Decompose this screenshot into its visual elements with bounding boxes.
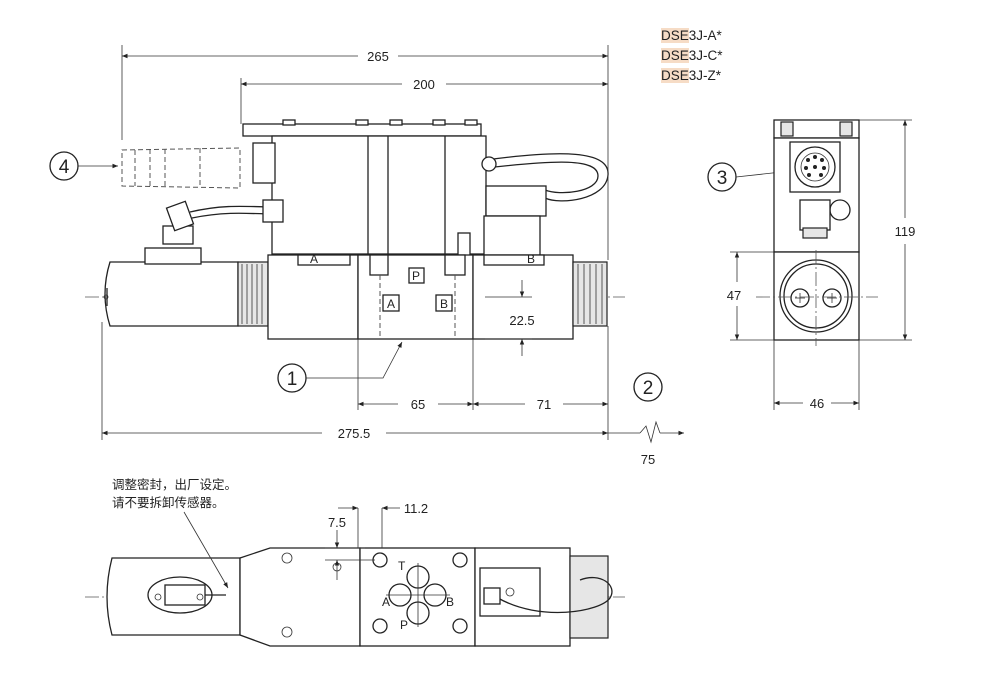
model-item: DSE3J-A* bbox=[661, 28, 722, 43]
note-line: 调整密封，出厂设定。 bbox=[112, 477, 238, 492]
adjustment-note: 调整密封，出厂设定。 请不要拆卸传感器。 bbox=[112, 476, 237, 512]
dim-side-width: 46 bbox=[810, 396, 824, 411]
model-list: DSE3J-A* DSE3J-C* DSE3J-Z* bbox=[661, 26, 723, 86]
dim-side-lower-height: 47 bbox=[727, 288, 741, 303]
port-p-label: P bbox=[412, 269, 420, 283]
port-a-top: A bbox=[382, 595, 390, 609]
top-view: A B T P bbox=[85, 547, 625, 647]
callout-circle bbox=[633, 372, 663, 402]
dim-overall-length: 265 bbox=[367, 49, 389, 64]
callout-1: 1 bbox=[287, 369, 298, 390]
model-item: DSE3J-Z* bbox=[661, 68, 722, 83]
side-dimensions: 119 47 46 bbox=[727, 119, 916, 411]
callouts: 4 1 2 3 bbox=[49, 151, 801, 402]
top-dimensions: 11.2 7.5 bbox=[183, 501, 428, 589]
dim-side-height: 119 bbox=[895, 224, 916, 239]
dim-solenoid-length: 200 bbox=[413, 77, 435, 92]
port-b-label: B bbox=[440, 297, 448, 311]
port-a-mark: A bbox=[310, 252, 318, 266]
port-a-label: A bbox=[387, 297, 395, 311]
model-item: DSE3J-C* bbox=[661, 48, 723, 63]
callout-3: 3 bbox=[717, 168, 728, 189]
dim-port-offset: 7.5 bbox=[328, 515, 346, 530]
dim-port-spacing-right: 71 bbox=[537, 397, 551, 412]
port-b-mark: B bbox=[527, 252, 535, 266]
port-t-top: T bbox=[398, 559, 406, 573]
note-line: 请不要拆卸传感器。 bbox=[112, 495, 225, 510]
dim-total-length: 275.5 bbox=[338, 426, 371, 441]
side-view bbox=[756, 119, 878, 346]
dim-centerline-offset: 22.5 bbox=[509, 313, 534, 328]
front-dimensions: 265 200 275.5 75 65 71 22.5 bbox=[101, 45, 684, 467]
dim-connector-clearance: 75 bbox=[641, 452, 655, 467]
dim-bolt-spacing: 11.2 bbox=[404, 501, 428, 516]
dim-port-spacing-left: 65 bbox=[411, 397, 425, 412]
callout-2: 2 bbox=[643, 378, 654, 399]
front-view: P A B A B bbox=[85, 119, 625, 340]
port-b-top: B bbox=[446, 595, 454, 609]
callout-4: 4 bbox=[59, 157, 70, 178]
port-p-top: P bbox=[400, 618, 408, 632]
